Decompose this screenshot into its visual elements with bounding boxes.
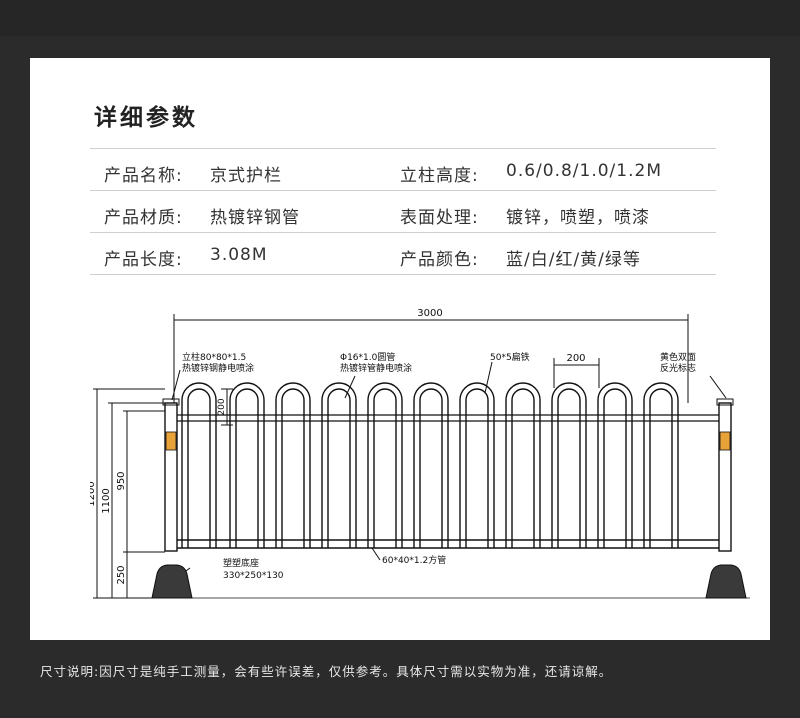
spec-value-name: 京式护栏 [210,166,282,186]
divider [90,190,716,191]
dim-height-1100: 1100 [101,488,112,513]
callout-base-size: 330*250*130 [223,571,284,581]
callout-pipe-spec: Φ16*1.0圆管 [340,351,395,363]
dim-height-250: 250 [116,565,127,584]
callout-reflector-line1: 黄色双面 [660,351,696,363]
spec-value-length: 3.08M [210,245,268,265]
callout-reflector-line2: 反光标志 [660,362,696,374]
spec-label-name: 产品名称: [104,166,183,186]
top-bar [0,0,800,36]
divider [90,148,716,149]
section-title: 详细参数 [94,105,198,131]
callout-flat-bar: 50*5扁铁 [490,351,530,363]
divider [90,232,716,233]
footer-note: 尺寸说明:因尺寸是纯手工测量，会有些许误差，仅供参考。具体尺寸需以实物为准，还请… [40,664,613,679]
spec-card: 详细参数 产品名称: 京式护栏 立柱高度: 0.6/0.8/1.0/1.2M 产… [30,58,770,640]
callout-square-tube: 60*40*1.2方管 [382,554,446,566]
spec-label-length: 产品长度: [104,250,183,270]
spec-value-post-height: 0.6/0.8/1.0/1.2M [506,161,662,181]
guardrail-drawing: 3000 200 200 1200 1100 950 250 立柱80*80*1… [90,308,750,599]
dim-height-1200: 1200 [90,481,97,506]
spec-label-post-height: 立柱高度: [400,166,479,186]
callout-base-name: 塑塑底座 [223,557,259,569]
spec-value-surface: 镀锌，喷塑，喷漆 [506,208,650,228]
dim-arch-height: 200 [217,398,227,415]
callout-post-finish: 热镀锌钢静电喷涂 [182,362,254,374]
spec-label-color: 产品颜色: [400,250,479,270]
spec-value-material: 热镀锌钢管 [210,208,300,228]
callout-post-spec: 立柱80*80*1.5 [182,351,246,363]
dim-arch-spacing: 200 [566,353,585,364]
dim-height-950: 950 [116,471,127,490]
callout-pipe-finish: 热镀锌管静电喷涂 [340,362,412,374]
dim-total-width: 3000 [417,308,442,319]
spec-label-material: 产品材质: [104,208,183,228]
spec-value-color: 蓝/白/红/黄/绿等 [506,250,641,270]
spec-label-surface: 表面处理: [400,208,479,228]
divider [90,274,716,275]
